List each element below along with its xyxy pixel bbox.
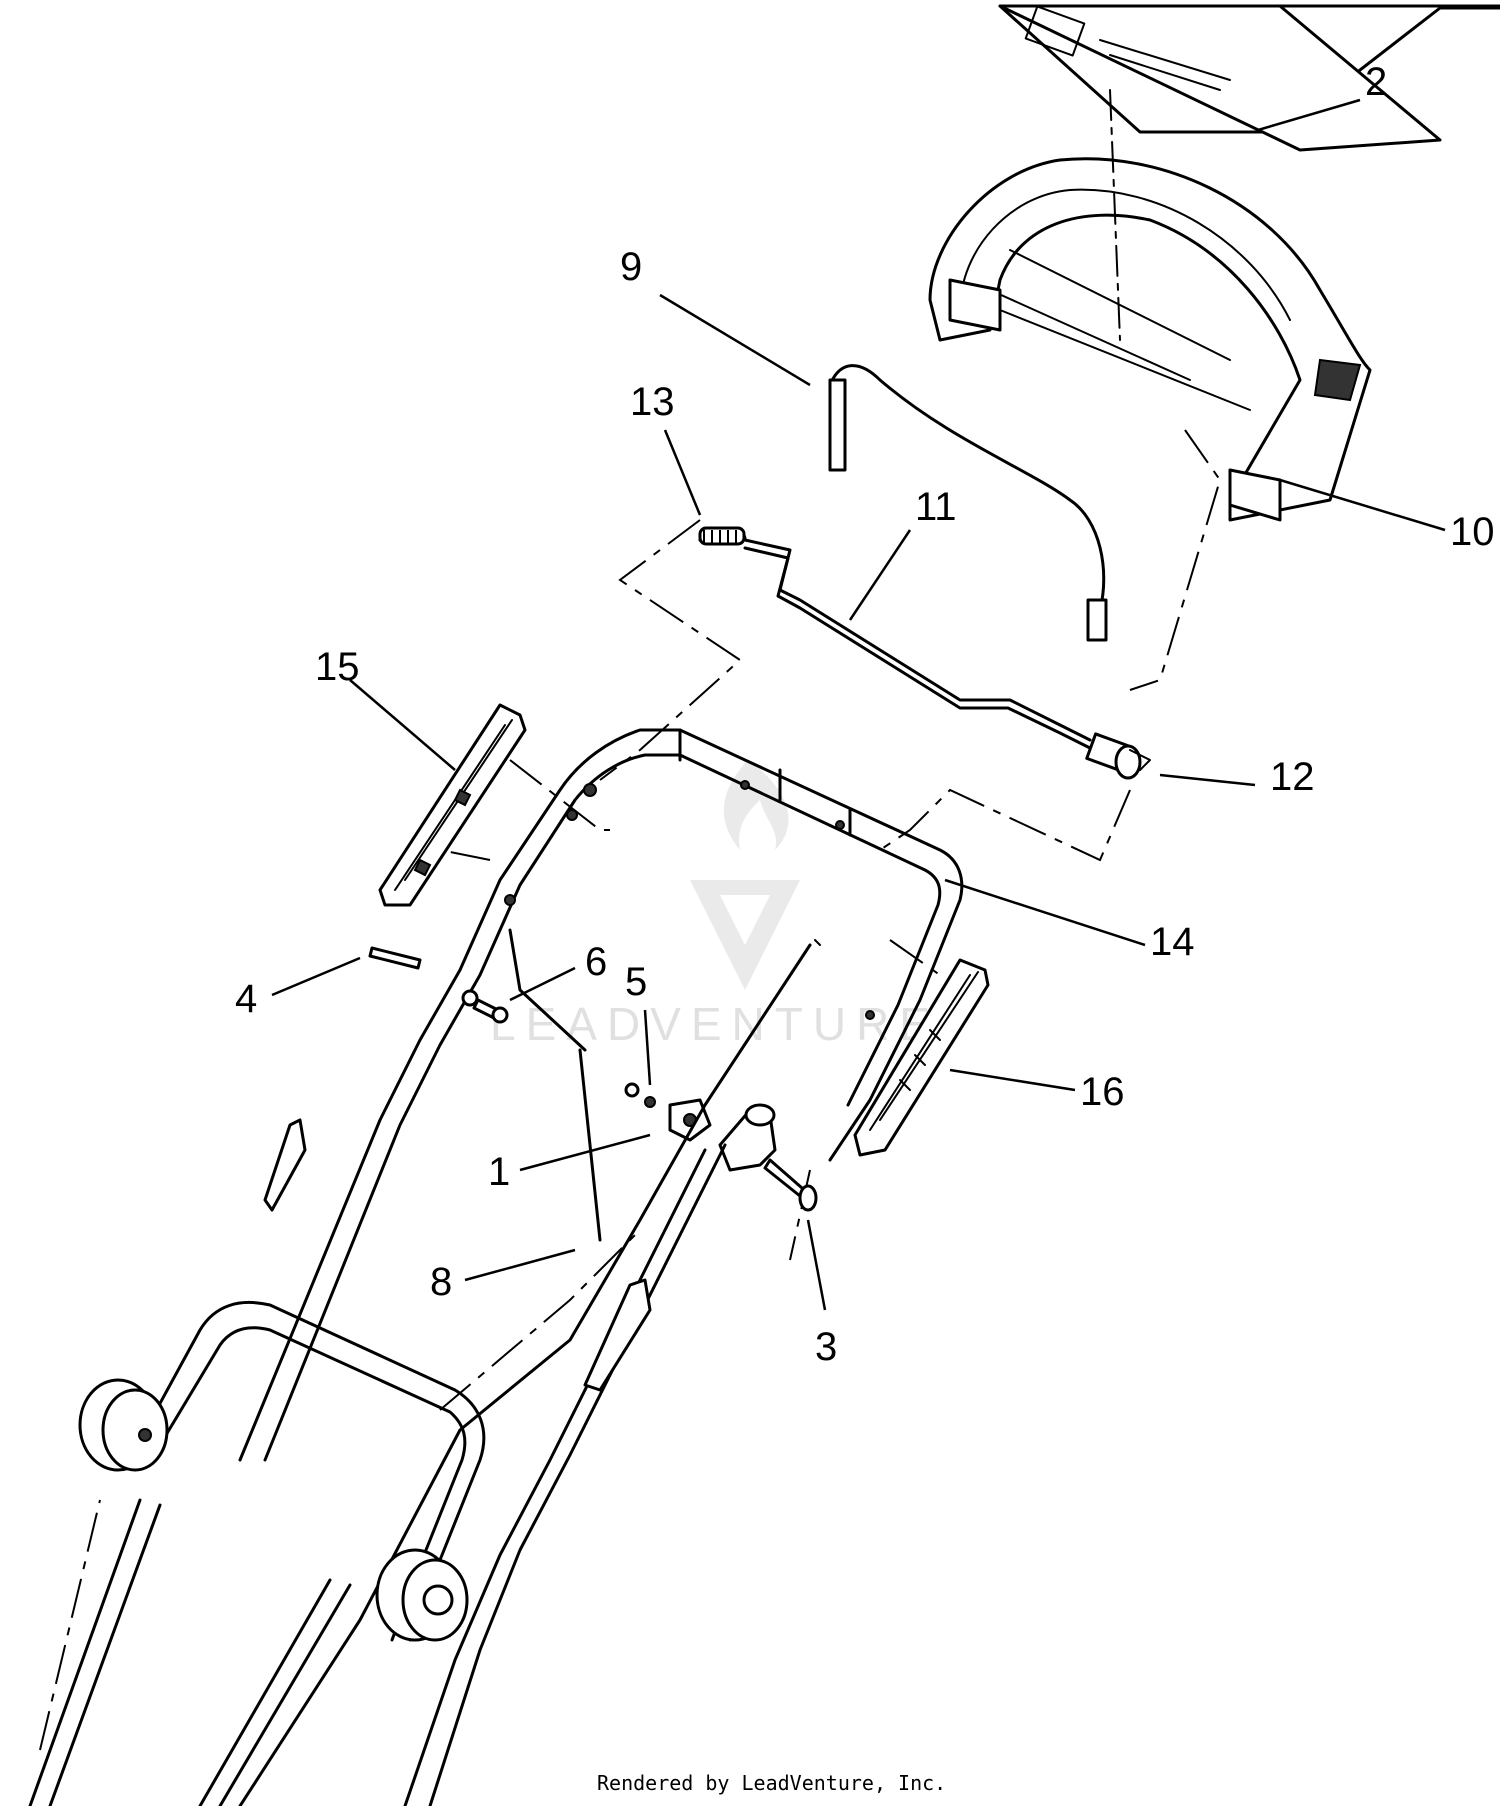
part-left-bracket: [378, 703, 527, 907]
part-upper-handle: [928, 157, 1372, 522]
callout-9: 9: [620, 245, 642, 289]
part-control-rod: [743, 538, 1092, 750]
callout-12: 12: [1270, 755, 1315, 799]
callout-10: 10: [1450, 510, 1495, 554]
part-decal: [998, 4, 1500, 152]
callout-2: 2: [1365, 60, 1387, 104]
part-spring: [698, 526, 747, 546]
part-right-bracket: [853, 958, 990, 1157]
phantom-line-cable: [1129, 429, 1222, 691]
callout-1: 1: [488, 1150, 510, 1194]
part-nut: [624, 1082, 656, 1108]
phantom-line-spring: [599, 519, 742, 781]
part-bolt-assembly: [461, 989, 509, 1024]
callout-8: 8: [430, 1260, 452, 1304]
watermark-text: LEADVENTURE: [490, 998, 940, 1050]
watermark-v-logo-icon: [690, 880, 800, 990]
phantom-line-fitting: [879, 788, 1131, 862]
callout-13: 13: [630, 380, 675, 424]
part-rear-wheel-left: [78, 1378, 169, 1472]
part-cable-fitting: [1085, 732, 1151, 780]
part-adjuster-knob: [718, 1103, 818, 1212]
part-rear-wheel-right: [375, 1548, 469, 1642]
part-lower-handle: [28, 1118, 727, 1806]
callout-5: 5: [625, 960, 647, 1004]
part-pin: [368, 946, 422, 970]
part-upper-handle-frame: [238, 728, 964, 1462]
callout-3: 3: [815, 1325, 837, 1369]
decal-centerline: [1109, 89, 1121, 341]
callout-16: 16: [1080, 1070, 1125, 1114]
phantom-line-left-bracket: [439, 759, 610, 861]
callout-6: 6: [585, 940, 607, 984]
part-control-cable: [828, 364, 1108, 642]
part-lower-cable: [238, 943, 812, 1806]
watermark: LEADVENTURE: [490, 760, 940, 1050]
callout-11: 11: [915, 485, 957, 529]
footer-credit: Rendered by LeadVenture, Inc.: [597, 1771, 946, 1795]
callout-14: 14: [1150, 920, 1195, 964]
callout-4: 4: [235, 977, 257, 1021]
leader-lines: [271, 98, 1446, 1311]
callout-15: 15: [315, 645, 360, 689]
part-cable-clamp: [668, 1098, 712, 1142]
